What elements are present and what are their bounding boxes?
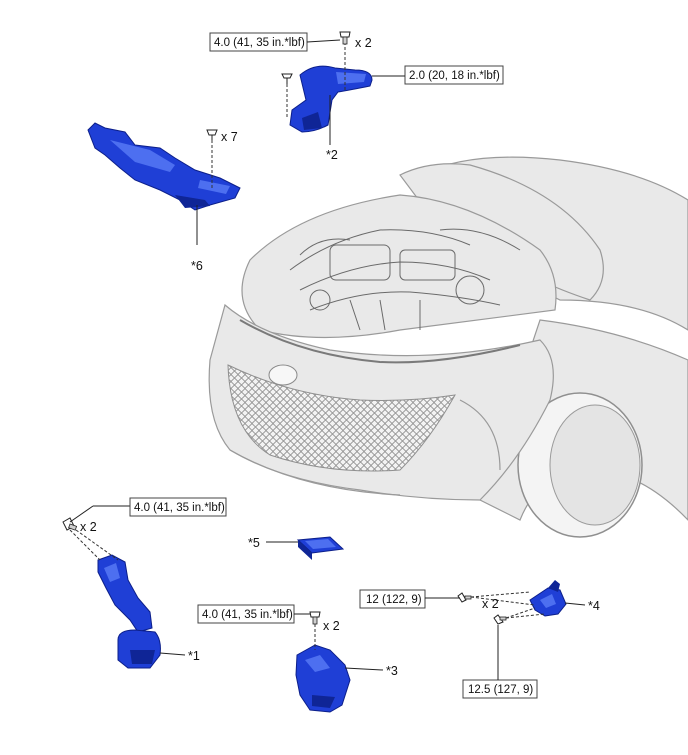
torque-box-top-clamp: 2.0 (20, 18 in.*lbf) [404, 65, 504, 85]
qty-left: x 2 [80, 520, 97, 534]
part-6-radiator-cover [87, 122, 241, 211]
qty-right: x 2 [482, 597, 499, 611]
part-2-air-duct [289, 65, 373, 133]
svg-text:4.0 (41, 35 in.*lbf): 4.0 (41, 35 in.*lbf) [134, 502, 225, 514]
callout-6: *6 [191, 259, 203, 273]
right-bolt-icon [457, 592, 472, 603]
callout-3: *3 [386, 664, 398, 678]
qty-mid: x 2 [323, 619, 340, 633]
engine-detail [289, 228, 521, 331]
svg-text:4.0 (41, 35 in.*lbf): 4.0 (41, 35 in.*lbf) [202, 609, 293, 621]
top-bolt-icon [339, 31, 351, 45]
torque-box-right-bolt-2: 12.5 (127, 9) [462, 679, 538, 699]
torque-box-right-bolt: 12 (122, 9) [359, 589, 426, 609]
callout-5: *5 [248, 536, 260, 550]
qty-top: x 2 [355, 36, 372, 50]
front-wheel [517, 392, 643, 538]
callout-1: *1 [188, 649, 200, 663]
torque-box-mid-bolt: 4.0 (41, 35 in.*lbf) [197, 604, 295, 624]
callout-4: *4 [588, 599, 600, 613]
left-bolt-icon [62, 517, 78, 531]
torque-box-top-bolt: 4.0 (41, 35 in.*lbf) [209, 32, 308, 52]
part-3-air-duct [295, 644, 351, 713]
svg-text:4.0 (41, 35 in.*lbf): 4.0 (41, 35 in.*lbf) [214, 37, 305, 49]
part-2-clip-icon [281, 73, 293, 84]
torque-box-left-bolt: 4.0 (41, 35 in.*lbf) [129, 497, 227, 517]
svg-text:2.0 (20, 18 in.*lbf): 2.0 (20, 18 in.*lbf) [409, 70, 500, 82]
mid-bolt-icon [309, 611, 321, 625]
vehicle-illustration [208, 156, 688, 538]
part-5-cover [296, 536, 345, 560]
part-4-bracket [529, 580, 567, 617]
svg-text:12 (122, 9): 12 (122, 9) [366, 594, 422, 606]
qty-six: x 7 [221, 130, 238, 144]
part-1-air-duct [97, 554, 161, 669]
callout-2: *2 [326, 148, 338, 162]
clip-icon-six [206, 129, 218, 140]
svg-text:12.5 (127, 9): 12.5 (127, 9) [468, 684, 533, 696]
right-bolt-icon-2 [493, 614, 507, 625]
